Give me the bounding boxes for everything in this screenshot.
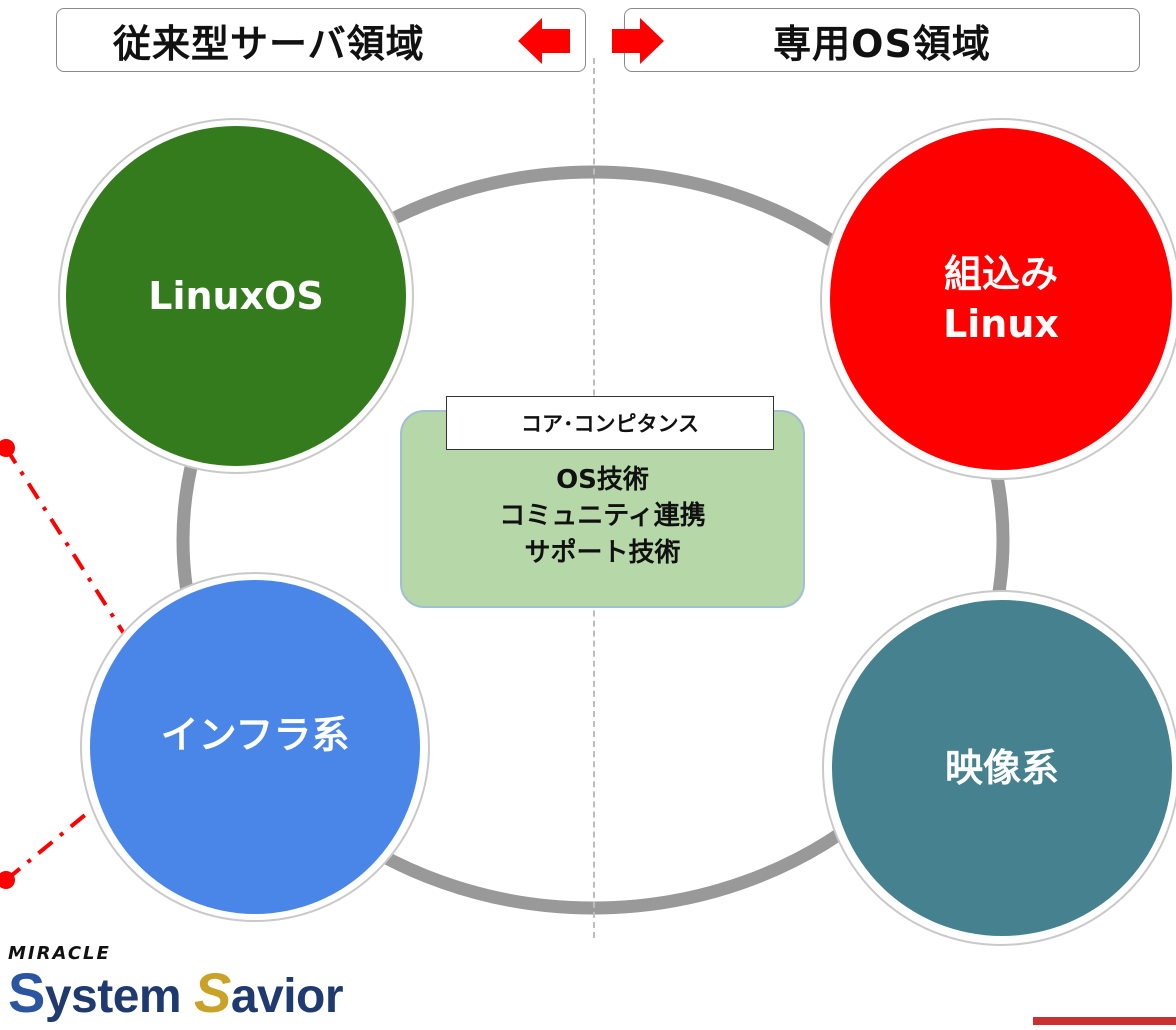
core-competence-items: OS技術 コミュニティ連携 サポート技術 — [499, 465, 706, 568]
node-embedded-linux-label: 組込み Linux — [943, 251, 1059, 346]
header-traditional-server-label: 従来型サーバ領域 — [113, 21, 425, 66]
corner-accent-bar — [1033, 1017, 1176, 1025]
double-arrow-icon — [518, 18, 664, 64]
node-embedded-linux: 組込み Linux — [830, 128, 1172, 470]
core-competence-title: コア･コンピタンス — [446, 396, 774, 450]
header-dedicated-os: 専用OS領域 — [624, 8, 1140, 72]
header-traditional-server: 従来型サーバ領域 — [56, 8, 586, 72]
connector-dot-lower — [0, 871, 15, 889]
header-dedicated-os-label: 専用OS領域 — [773, 21, 991, 66]
miracle-logo-text: MIRACLE — [8, 943, 111, 964]
arrow-left-icon — [518, 18, 570, 64]
node-infra: インフラ系 — [90, 580, 420, 914]
connector-dot-upper — [0, 439, 15, 457]
logo-letter-s2: S — [193, 961, 231, 1024]
node-linuxos: LinuxOS — [66, 126, 406, 466]
node-video-label: 映像系 — [944, 745, 1059, 790]
core-competence-title-text: コア･コンピタンス — [520, 412, 700, 436]
logo-text-ystem: ystem — [44, 970, 194, 1023]
logo-text-avior: avior — [230, 970, 344, 1023]
node-infra-label: インフラ系 — [160, 712, 350, 757]
node-linuxos-label: LinuxOS — [148, 273, 324, 318]
node-video: 映像系 — [832, 600, 1172, 936]
logo-letter-s1: S — [8, 961, 45, 1024]
arrow-right-icon — [612, 18, 664, 64]
dashdot-connector-upper — [4, 446, 130, 642]
